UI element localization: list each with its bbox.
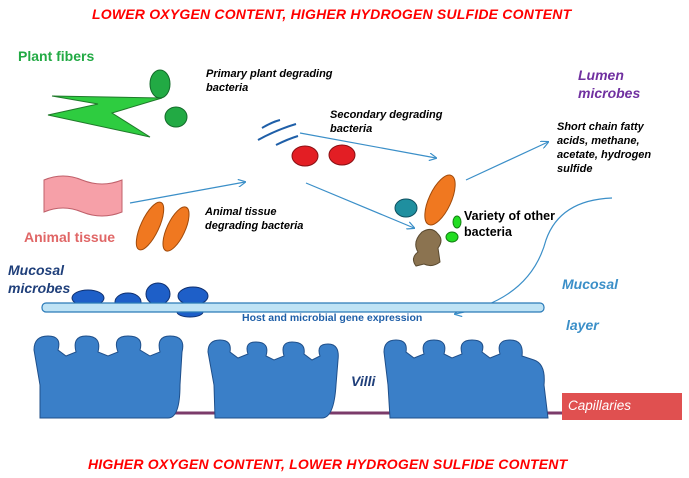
green-bacterium-2 [164, 106, 188, 128]
plant-fiber-shape [47, 95, 163, 138]
villus-2 [207, 339, 339, 419]
brown-bacterium [412, 228, 442, 267]
mucosal-microbes-label: Mucosal microbes [8, 261, 70, 297]
fiber-fragment-3 [275, 135, 299, 146]
scfa-label: Short chain fatty acids, methane, acetat… [557, 120, 651, 176]
villus-1 [33, 335, 184, 419]
capillaries-label: Capillaries [568, 398, 632, 413]
arrow-animal-to-center [129, 182, 245, 204]
arrow-primary-to-secondary [299, 132, 436, 158]
mucosal-microbes-line-2: microbes [8, 280, 71, 296]
variety-line-2: bacteria [464, 225, 512, 239]
orange-bacterium-1 [135, 201, 165, 251]
scfa-line-2: acids, methane, [557, 135, 640, 147]
villi-label: Villi [351, 373, 376, 389]
lime-bacterium-1 [452, 215, 462, 229]
lumen-line-2: microbes [578, 85, 641, 101]
mucosal-microbes-line-1: Mucosal [8, 262, 65, 278]
secondary-line-1: Secondary degrading [330, 109, 443, 121]
villus-3 [383, 339, 549, 419]
capillaries-box [562, 393, 682, 420]
top-banner: LOWER OXYGEN CONTENT, HIGHER HYDROGEN SU… [92, 6, 572, 22]
scfa-line-4: sulfide [557, 163, 593, 175]
fiber-fragment-2 [257, 123, 297, 141]
bottom-banner: HIGHER OXYGEN CONTENT, LOWER HYDROGEN SU… [88, 456, 568, 472]
mucosal-bacterium-4 [177, 286, 209, 306]
lime-bacterium-2 [445, 231, 459, 243]
plant-fibers-label: Plant fibers [18, 48, 95, 64]
mucosal-layer-subtitle: layer [566, 317, 599, 333]
animal-degrading-line-2: degrading bacteria [205, 220, 304, 232]
gene-expression-label: Host and microbial gene expression [242, 312, 423, 324]
red-bacterium-2 [328, 144, 356, 166]
variety-line-1: Variety of other [464, 209, 555, 223]
mucosal-bacterium-3 [145, 282, 171, 306]
animal-tissue-shape [43, 175, 123, 217]
scfa-line-1: Short chain fatty [557, 121, 644, 133]
teal-bacterium [394, 198, 418, 218]
lumen-microbes-label: Lumen microbes [578, 66, 640, 102]
green-bacterium-1 [149, 69, 171, 99]
mucosal-layer-bar [41, 302, 545, 313]
orange-bacterium-2 [162, 206, 190, 252]
arrow-to-products [465, 142, 548, 181]
primary-plant-label: Primary plant degrading bacteria [206, 67, 333, 95]
animal-degrading-line-1: Animal tissue [205, 206, 277, 218]
lumen-line-1: Lumen [578, 67, 624, 83]
fiber-fragment-1 [261, 119, 281, 129]
arrow-center-to-variety [305, 182, 414, 228]
orange-bacterium-3 [424, 174, 456, 226]
secondary-degrading-label: Secondary degrading bacteria [330, 108, 442, 136]
variety-label: Variety of other bacteria [464, 208, 555, 240]
scfa-line-3: acetate, hydrogen [557, 149, 652, 161]
red-bacterium-1 [291, 145, 319, 167]
animal-tissue-label: Animal tissue [24, 229, 116, 245]
secondary-line-2: bacteria [330, 123, 373, 135]
animal-degrading-label: Animal tissue degrading bacteria [205, 205, 303, 233]
primary-plant-line-1: Primary plant degrading [206, 68, 333, 80]
mucosal-layer-title: Mucosal [562, 276, 619, 292]
primary-plant-line-2: bacteria [206, 82, 249, 94]
